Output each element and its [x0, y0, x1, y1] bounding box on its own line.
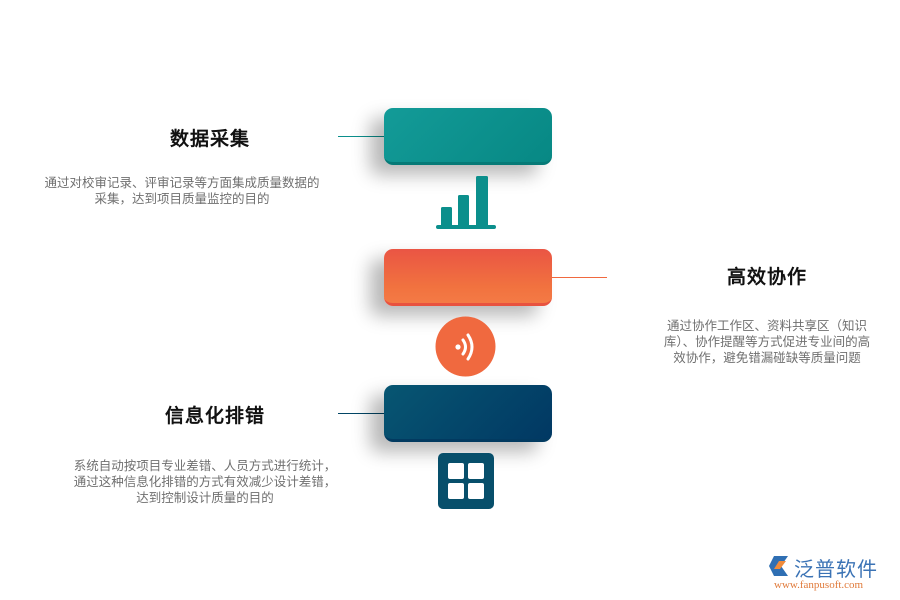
- step-2-description-line: 库）、协作提醒等方式促进专业间的高: [663, 335, 871, 349]
- step-2-title: 高效协作: [726, 266, 807, 288]
- step-1-connector-line: [338, 136, 384, 137]
- step-3-bar: [384, 385, 552, 442]
- step-1-description-line: 通过对校审记录、评审记录等方面集成质量数据的: [44, 176, 320, 190]
- step-3-title: 信息化排错: [164, 405, 265, 427]
- watermark-url: www.fanpusoft.com: [774, 579, 864, 591]
- bar-chart-icon: [434, 173, 498, 231]
- step-2-connector-line: [552, 277, 607, 278]
- fanpu-logo-icon: [769, 556, 788, 576]
- signal-waves-icon: [435, 316, 496, 377]
- step-3-connector-line: [338, 413, 384, 414]
- step-2-description-line: 效协作，避免错漏碰缺等质量问题: [673, 351, 861, 365]
- step-2-description: 通过协作工作区、资料共享区（知识 库）、协作提醒等方式促进专业间的高 效协作，避…: [636, 318, 898, 366]
- step-3-description-line: 达到控制设计质量的目的: [136, 491, 274, 505]
- step-2-bar: [384, 249, 552, 306]
- step-2-description-line: 通过协作工作区、资料共享区（知识: [666, 319, 867, 333]
- step-3-description-line: 通过这种信息化排错的方式有效减少设计差错，: [73, 475, 337, 489]
- step-3-description-line: 系统自动按项目专业差错、人员方式进行统计，: [73, 459, 337, 473]
- step-1-description: 通过对校审记录、评审记录等方面集成质量数据的 采集，达到项目质量监控的目的: [12, 175, 352, 207]
- step-1-description-line: 采集，达到项目质量监控的目的: [94, 192, 270, 206]
- watermark: 泛普软件 www.fanpusoft.com: [768, 553, 896, 595]
- watermark-brand: 泛普软件: [794, 559, 878, 581]
- step-3-description: 系统自动按项目专业差错、人员方式进行统计， 通过这种信息化排错的方式有效减少设计…: [40, 458, 370, 506]
- step-1-bar: [384, 108, 552, 165]
- step-1-title: 数据采集: [169, 128, 250, 150]
- grid-icon: [438, 453, 494, 509]
